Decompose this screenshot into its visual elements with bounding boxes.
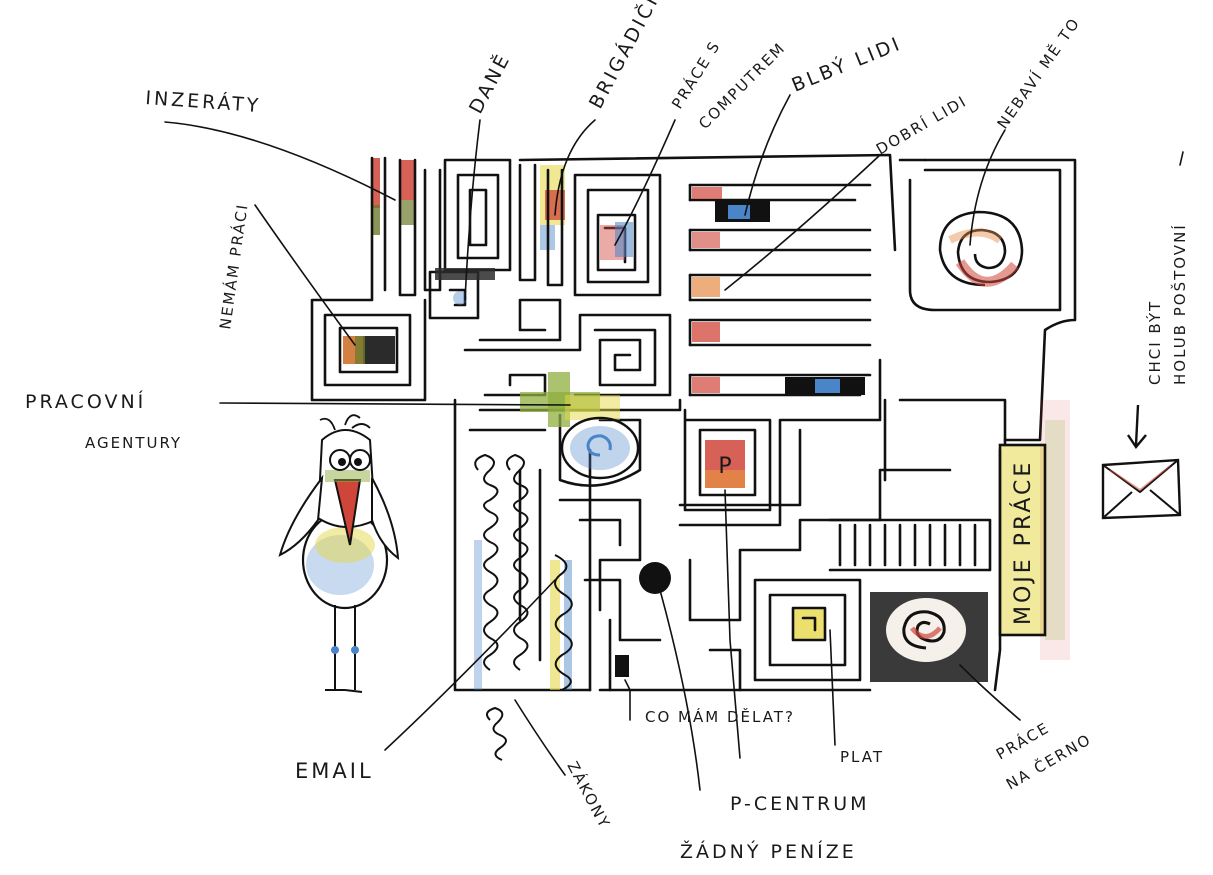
label-holub-postovni: HOLUB POŠTOVNÍ xyxy=(1170,223,1189,385)
label-zadny-penize: ŽÁDNÝ PENÍZE xyxy=(680,840,857,863)
label-plat: PLAT xyxy=(840,748,884,766)
brigadicka-block xyxy=(520,165,565,285)
label-brigadicka: BRIGÁDIČKA xyxy=(583,0,674,112)
label-p-centrum: P-CENTRUM xyxy=(730,793,870,815)
label-dane: DANĚ xyxy=(464,49,515,118)
zakony-loops xyxy=(555,555,572,690)
computer-block xyxy=(575,175,660,295)
zadny-penize-dot xyxy=(639,562,671,594)
bird-character xyxy=(280,415,398,692)
spiral-icon xyxy=(910,170,1060,310)
left-block xyxy=(312,158,440,400)
label-dobri-lidi: DOBRÍ LIDI xyxy=(873,91,971,158)
prace-na-cerno-block xyxy=(870,592,988,682)
label-email: EMAIL xyxy=(295,759,374,783)
label-nemam-praci: NEMÁM PRÁCI xyxy=(215,202,252,331)
label-agentury: AGENTURY xyxy=(85,434,182,452)
leader-lines xyxy=(165,95,1183,790)
p-centrum-box: P xyxy=(705,440,745,488)
p-letter: P xyxy=(718,454,731,479)
label-chci-byt: CHCI BÝT xyxy=(1145,300,1164,385)
envelope-icon xyxy=(1103,405,1180,518)
dane-block xyxy=(430,160,510,318)
label-nebavi-me-to: NEBAVÍ MĚ TO xyxy=(993,13,1084,132)
label-blby-lidi: BLBÝ LIDI xyxy=(788,32,905,97)
co-mam-delat-marker xyxy=(615,655,629,677)
label-co-mam-delat: CO MÁM DĚLAT? xyxy=(645,707,795,726)
label-inzeraty: INZERÁTY xyxy=(145,86,262,117)
label-zakony: ZÁKONY xyxy=(563,758,614,832)
plat-box xyxy=(793,608,825,640)
label-pracovni: PRACOVNÍ xyxy=(25,390,146,413)
stripes-block xyxy=(690,185,870,395)
blue-spiral-icon xyxy=(562,418,638,478)
moje-prace-label: MOJE PRÁCE xyxy=(1010,460,1036,625)
